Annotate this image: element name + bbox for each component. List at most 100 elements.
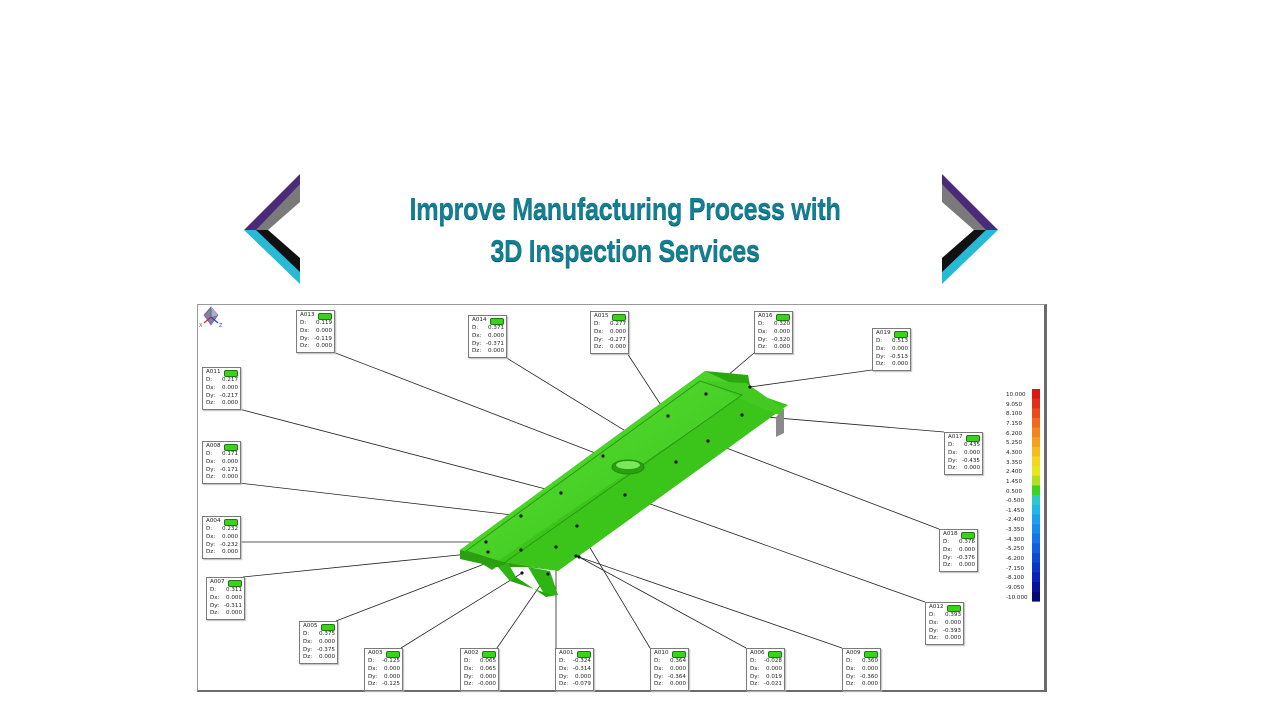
next-arrow-icon[interactable] xyxy=(940,172,1000,286)
callout-field-value: -0.079 xyxy=(572,681,591,688)
callout-field-label: D: xyxy=(594,321,601,327)
callout-field-label: Dz: xyxy=(206,549,216,556)
callout-field-value: 0.371 xyxy=(487,325,504,331)
leader-line xyxy=(749,369,873,388)
callout-field-label: Dy: xyxy=(654,673,664,680)
measurement-point xyxy=(546,572,550,576)
callout-id: A018 xyxy=(943,531,958,537)
tolerance-status-indicator xyxy=(776,314,790,321)
callout-id: A007 xyxy=(210,579,225,585)
callout-field-label: Dz: xyxy=(559,681,569,688)
callout-field-value: -0.371 xyxy=(485,340,504,347)
callout-field-label: Dy: xyxy=(210,602,220,609)
inspected-part xyxy=(460,371,788,597)
tolerance-status-indicator xyxy=(894,331,908,338)
tolerance-status-indicator xyxy=(224,519,238,526)
callout-id: A019 xyxy=(876,330,891,336)
previous-arrow-icon[interactable] xyxy=(242,172,302,286)
callout-field-label: Dx: xyxy=(846,665,856,672)
callout-field-value: 0.000 xyxy=(383,665,400,672)
callout-field-label: Dx: xyxy=(758,328,768,335)
legend-swatch xyxy=(1032,572,1040,583)
callout-field-value: -0.435 xyxy=(961,457,980,464)
legend-swatch xyxy=(1032,591,1040,602)
callout-field-value: 0.311 xyxy=(225,587,242,593)
callout-id: A012 xyxy=(929,604,944,610)
tolerance-status-indicator xyxy=(947,605,961,612)
callout-field-label: Dx: xyxy=(368,665,378,672)
legend-swatch xyxy=(1032,456,1040,467)
axis-z-label: Z xyxy=(219,323,223,329)
callout-field-value: 0.000 xyxy=(773,328,790,335)
legend-tick-label: 1.450 xyxy=(1006,478,1023,485)
legend-tick-label: 8.100 xyxy=(1006,411,1023,418)
legend-swatch xyxy=(1032,485,1040,496)
legend-swatch xyxy=(1032,466,1040,477)
callout-field-value: 0.513 xyxy=(891,338,908,344)
legend-tick-label: -3.350 xyxy=(1006,527,1025,534)
callout-field-label: Dy: xyxy=(948,457,958,464)
callout-field-label: Dy: xyxy=(929,627,939,634)
callout-field-label: D: xyxy=(206,377,213,383)
callout-field-value: 0.000 xyxy=(861,665,878,672)
callout-field-label: D: xyxy=(943,539,950,545)
callout-field-value: 0.360 xyxy=(861,658,878,664)
leader-line xyxy=(242,551,489,578)
measurement-point xyxy=(674,460,678,464)
measurement-point xyxy=(559,491,563,495)
leader-line xyxy=(400,572,523,649)
legend-swatch xyxy=(1032,475,1040,486)
legend-swatch xyxy=(1032,408,1040,419)
legend-swatch xyxy=(1032,389,1040,399)
callout-field-label: Dy: xyxy=(300,335,310,342)
legend-tick-label: -4.300 xyxy=(1006,536,1025,543)
legend-tick-label: -6.200 xyxy=(1006,556,1025,563)
leader-line xyxy=(741,414,945,433)
leader-line xyxy=(496,573,549,649)
callout-field-value: 0.000 xyxy=(574,673,591,680)
callout-field-label: Dz: xyxy=(750,681,760,688)
callout-field-label: D: xyxy=(206,526,213,532)
callout-field-label: Dx: xyxy=(464,665,474,672)
callout-field-label: Dy: xyxy=(846,673,856,680)
axis-orientation-icon[interactable]: X Z xyxy=(198,305,224,329)
callout-field-value: 0.000 xyxy=(221,400,238,407)
callout-field-value: 0.000 xyxy=(318,638,335,645)
callout-field-value: -0.376 xyxy=(956,554,975,561)
callout-field-label: D: xyxy=(368,658,375,664)
legend-tick-label: 3.350 xyxy=(1006,459,1023,466)
callout-field-label: Dx: xyxy=(948,449,958,456)
legend-tick-label: 9.050 xyxy=(1006,401,1023,408)
callout-field-value: 0.000 xyxy=(958,562,975,569)
callout-field-label: Dz: xyxy=(206,400,216,407)
measurement-point xyxy=(484,540,488,544)
callout-field-value: -0.360 xyxy=(859,673,878,680)
legend-tick-label: 4.300 xyxy=(1006,449,1023,456)
legend-swatch xyxy=(1032,524,1040,535)
legend-tick-label: 2.400 xyxy=(1006,469,1023,476)
callout-field-value: -0.375 xyxy=(316,646,335,653)
callout-id: A010 xyxy=(654,650,669,656)
callout-field-label: Dz: xyxy=(368,681,378,688)
callout-field-label: Dz: xyxy=(948,465,958,472)
